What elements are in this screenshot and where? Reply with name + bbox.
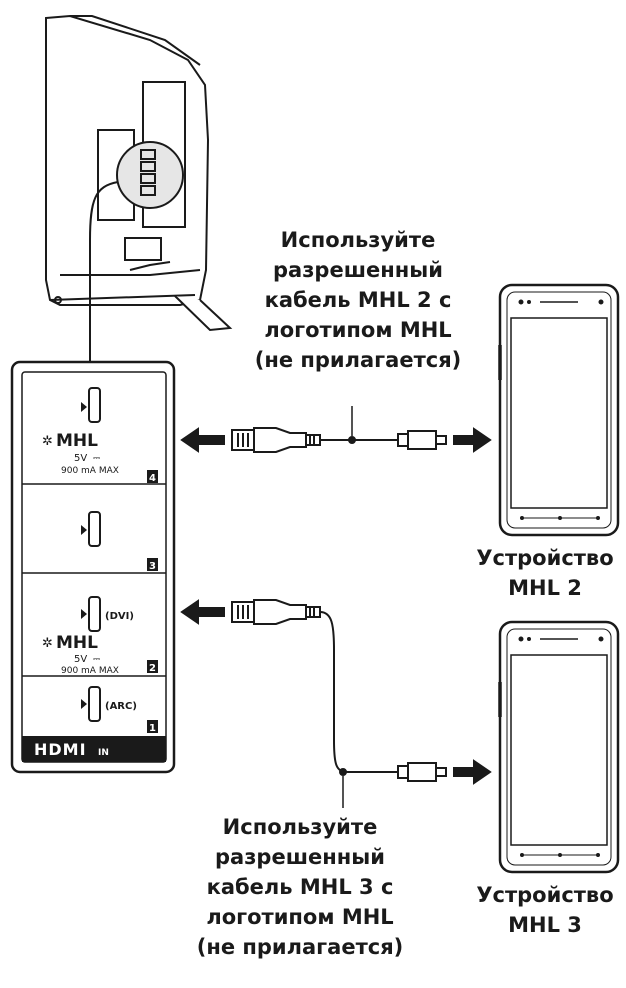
device-mhl2-line1: Устройство	[476, 546, 614, 570]
device-mhl2-phone-icon	[498, 283, 620, 537]
hdmi-port-4: ✲ MHL 5V ⎓ 900 mA MAX 4	[42, 387, 158, 484]
port-zoom-circle	[89, 141, 184, 362]
hdmi-port-1: (ARC) 1	[81, 686, 158, 734]
port2-dc-icon: ⎓	[93, 655, 100, 665]
port2-mhl-asterisk-icon: ✲	[42, 636, 53, 651]
hdmi-port-2: (DVI) ✲ MHL 5V ⎓ 900 mA MAX 2	[42, 596, 158, 676]
cable-mhl3-right-arrow-icon	[453, 759, 492, 785]
device-mhl2-line2: MHL 2	[508, 576, 582, 600]
port2-dvi-tag: (DVI)	[105, 611, 134, 622]
port1-hdmi-socket-icon	[88, 686, 101, 722]
port1-arrow-icon	[81, 699, 87, 709]
cable-mhl2-caption: Используйте разрешенный кабель MHL 2 с л…	[238, 225, 478, 375]
port4-current: 900 mA MAX	[61, 466, 119, 476]
port4-voltage: 5V	[74, 453, 87, 464]
cable-mhl2-line2: разрешенный	[273, 258, 443, 282]
port1-arc-tag: (ARC)	[105, 701, 137, 712]
cable-mhl2-left-arrow-icon	[180, 427, 225, 453]
port4-mhl-logo: MHL	[56, 431, 98, 451]
port2-arrow-icon	[81, 609, 87, 619]
device-mhl2-label: Устройство MHL 2	[470, 543, 620, 603]
cable-mhl2-micro-plug	[407, 430, 437, 450]
cable-mhl3-line1: Используйте	[222, 815, 378, 839]
device-mhl3-phone-icon	[498, 620, 620, 874]
cable-mhl3-micro-plug	[407, 762, 437, 782]
device-mhl3-label: Устройство MHL 3	[470, 880, 620, 940]
cable-mhl3-line5: (не прилагается)	[196, 935, 404, 959]
cable-mhl3-line4: логотипом MHL	[206, 905, 394, 929]
device-mhl3-line2: MHL 3	[508, 913, 582, 937]
hdmi-panel	[10, 360, 176, 774]
cable-mhl2	[180, 406, 492, 453]
cable-mhl3-line2: разрешенный	[215, 845, 385, 869]
cable-mhl2-line5: (не прилагается)	[254, 348, 462, 372]
cable-mhl3-caption: Используйте разрешенный кабель MHL 3 с л…	[176, 812, 424, 962]
cable-mhl3	[180, 599, 492, 808]
hdmi-in-text: IN	[98, 748, 109, 758]
port2-hdmi-socket-icon	[88, 596, 101, 632]
port1-number: 1	[149, 723, 156, 734]
hdmi-logo-text: HDMI	[34, 740, 87, 759]
port4-mhl-asterisk-icon: ✲	[42, 434, 53, 449]
hdmi-in-logo: HDMI IN	[34, 740, 109, 759]
cable-mhl2-line4: логотипом MHL	[264, 318, 452, 342]
device-mhl3-line1: Устройство	[476, 883, 614, 907]
cable-mhl3-line3: кабель MHL 3 с	[206, 875, 394, 899]
port3-number: 3	[149, 561, 156, 572]
port2-current: 900 mA MAX	[61, 666, 119, 676]
cable-mhl2-right-arrow-icon	[453, 427, 492, 453]
port2-mhl-logo: MHL	[56, 633, 98, 653]
cable-mhl3-left-arrow-icon	[180, 599, 225, 625]
port2-number: 2	[149, 663, 156, 674]
cable-mhl2-line3: кабель MHL 2 с	[264, 288, 452, 312]
port2-voltage: 5V	[74, 654, 87, 665]
cable-mhl2-line1: Используйте	[280, 228, 436, 252]
port3-arrow-icon	[81, 525, 87, 535]
port4-arrow-icon	[81, 402, 87, 412]
port4-dc-icon: ⎓	[93, 454, 100, 464]
port4-hdmi-socket-icon	[88, 387, 101, 423]
port3-hdmi-socket-icon	[88, 511, 101, 547]
port4-number: 4	[149, 473, 156, 484]
hdmi-port-3: 3	[81, 511, 158, 572]
